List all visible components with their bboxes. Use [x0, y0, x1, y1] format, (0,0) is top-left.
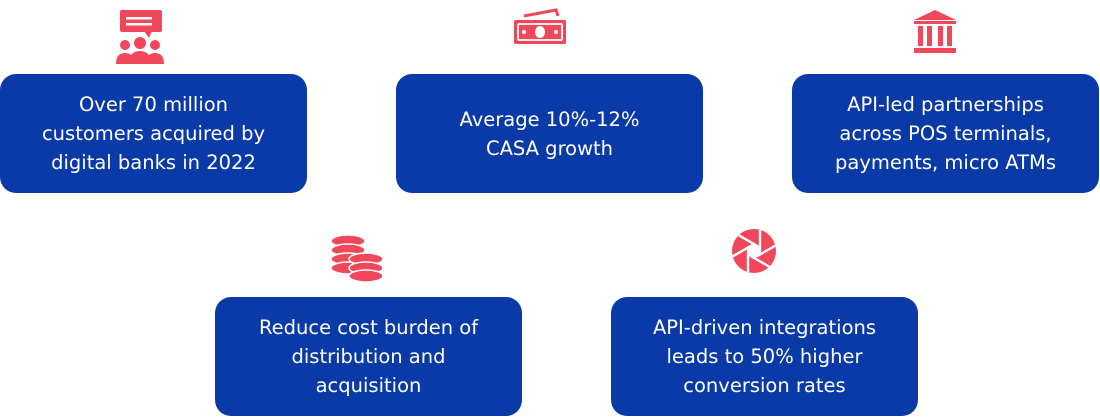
bank-building-icon: [914, 10, 956, 53]
card-digital-customers: Over 70 million customers acquired by di…: [0, 74, 307, 193]
card-text: Over 70 million customers acquired by di…: [42, 90, 265, 177]
card-casa-growth: Average 10%-12% CASA growth: [396, 74, 703, 193]
card-line: Over 70 million: [78, 93, 229, 116]
card-line: API-led partnerships: [847, 93, 1044, 116]
card-line: Average 10%-12%: [459, 107, 640, 131]
card-line: Reduce cost burden of: [258, 316, 479, 339]
card-line: payments, micro ATMs: [835, 151, 1056, 174]
card-line: CASA growth: [485, 136, 614, 160]
aperture-icon: [732, 229, 776, 273]
card-text: Average 10%-12% CASA growth: [460, 105, 640, 163]
coin-stack-icon: [330, 234, 384, 283]
card-line: conversion rates: [683, 374, 846, 397]
customers-chat-icon: [116, 10, 164, 64]
card-text: Reduce cost burden of distribution and a…: [259, 313, 478, 400]
card-line: distribution and: [291, 345, 446, 368]
card-line: acquisition: [315, 374, 422, 397]
card-line: leads to 50% higher: [666, 345, 863, 368]
card-api-partnerships: API-led partnerships across POS terminal…: [792, 74, 1099, 193]
banknote-icon: [514, 8, 566, 44]
card-text: API-driven integrations leads to 50% hig…: [653, 313, 876, 400]
card-line: across POS terminals,: [839, 122, 1052, 145]
card-reduce-cost: Reduce cost burden of distribution and a…: [215, 297, 522, 416]
card-api-integrations: API-driven integrations leads to 50% hig…: [611, 297, 918, 416]
card-text: API-led partnerships across POS terminal…: [835, 90, 1056, 177]
card-line: API-driven integrations: [652, 316, 877, 339]
card-line: customers acquired by: [41, 122, 266, 145]
card-line: digital banks in 2022: [51, 151, 256, 174]
